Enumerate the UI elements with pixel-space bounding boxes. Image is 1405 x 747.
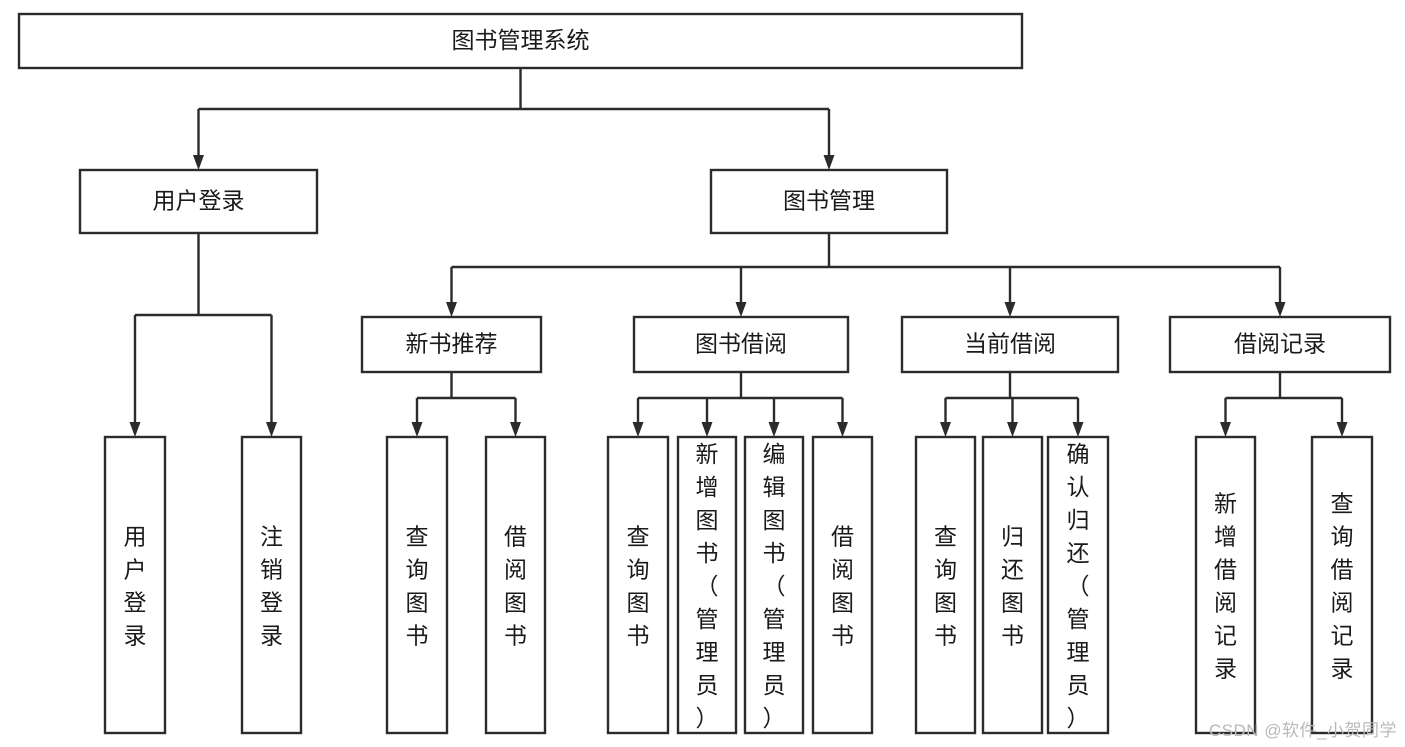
node-label: 借阅图书 <box>831 524 854 649</box>
node-label: 用户登录 <box>124 524 147 649</box>
node-label: 当前借阅 <box>964 331 1056 357</box>
node-box <box>606 435 670 735</box>
node-label: 新增借阅记录 <box>1214 491 1237 682</box>
node-box <box>484 435 547 735</box>
node-label: 归还图书 <box>1001 524 1024 649</box>
node-leaf-logout[interactable]: 注销登录 <box>240 435 303 735</box>
edge-group-l3_borrow_record <box>1220 372 1348 437</box>
node-label: 图书管理系统 <box>452 27 590 53</box>
node-layer: 图书管理系统用户登录图书管理新书推荐图书借阅当前借阅借阅记录用户登录注销登录查询… <box>17 12 1392 735</box>
node-l3-book-borrow[interactable]: 图书借阅 <box>632 315 850 374</box>
node-root[interactable]: 图书管理系统 <box>17 12 1024 70</box>
node-box <box>360 315 543 374</box>
node-l3-new-book-rec[interactable]: 新书推荐 <box>360 315 543 374</box>
node-leaf-nb-query[interactable]: 查询图书 <box>385 435 449 735</box>
node-box <box>1046 435 1110 735</box>
node-box <box>743 435 805 735</box>
node-leaf-bb-edit[interactable]: 编辑图书（管理员） <box>743 435 805 735</box>
node-label: 用户登录 <box>153 188 245 214</box>
node-box <box>1310 435 1374 735</box>
node-label: 查询图书 <box>406 524 429 649</box>
node-l2-user-login[interactable]: 用户登录 <box>78 168 319 235</box>
node-box <box>78 168 319 235</box>
node-label: 查询图书 <box>627 524 650 649</box>
node-box <box>900 315 1120 374</box>
node-label: 借阅图书 <box>504 524 527 649</box>
node-box <box>632 315 850 374</box>
node-leaf-br-add[interactable]: 新增借阅记录 <box>1194 435 1257 735</box>
node-box <box>1168 315 1392 374</box>
node-box <box>385 435 449 735</box>
edge-group-l2_book_mgmt <box>446 233 1286 317</box>
node-l2-book-mgmt[interactable]: 图书管理 <box>709 168 949 235</box>
node-box <box>676 435 738 735</box>
node-label: 新书推荐 <box>406 331 498 357</box>
node-label: 编辑图书（管理员） <box>763 441 786 731</box>
node-label: 图书管理 <box>783 188 875 214</box>
node-box <box>240 435 303 735</box>
node-leaf-cb-return[interactable]: 归还图书 <box>981 435 1044 735</box>
node-box <box>914 435 977 735</box>
node-leaf-bb-add[interactable]: 新增图书（管理员） <box>676 435 738 735</box>
node-leaf-cb-query[interactable]: 查询图书 <box>914 435 977 735</box>
node-label: 查询借阅记录 <box>1331 491 1354 682</box>
node-label: 注销登录 <box>260 524 283 649</box>
node-box <box>811 435 874 735</box>
node-l3-borrow-record[interactable]: 借阅记录 <box>1168 315 1392 374</box>
node-label: 查询图书 <box>934 524 957 649</box>
connector-layer <box>129 68 1348 437</box>
node-leaf-user-login[interactable]: 用户登录 <box>103 435 167 735</box>
edge-group-l3_new_book_rec <box>411 372 521 437</box>
edge-group-root <box>193 68 835 170</box>
node-label: 借阅记录 <box>1234 331 1326 357</box>
node-leaf-bb-query[interactable]: 查询图书 <box>606 435 670 735</box>
edge-group-l3_book_borrow <box>632 372 848 437</box>
node-leaf-nb-borrow[interactable]: 借阅图书 <box>484 435 547 735</box>
node-box <box>1194 435 1257 735</box>
node-box <box>981 435 1044 735</box>
node-label: 确认归还（管理员） <box>1067 441 1090 731</box>
csdn-watermark: CSDN @软件_小贺同学 <box>1208 721 1397 740</box>
node-leaf-cb-confirm[interactable]: 确认归还（管理员） <box>1046 435 1110 735</box>
node-box <box>17 12 1024 70</box>
edge-group-l2_user_login <box>129 233 277 437</box>
node-label: 新增图书（管理员） <box>696 441 719 731</box>
edge-group-l3_current_borrow <box>940 372 1084 437</box>
node-box <box>103 435 167 735</box>
node-l3-current-borrow[interactable]: 当前借阅 <box>900 315 1120 374</box>
node-box <box>709 168 949 235</box>
node-leaf-bb-borrow[interactable]: 借阅图书 <box>811 435 874 735</box>
node-label: 图书借阅 <box>695 331 787 357</box>
node-leaf-br-query[interactable]: 查询借阅记录 <box>1310 435 1374 735</box>
